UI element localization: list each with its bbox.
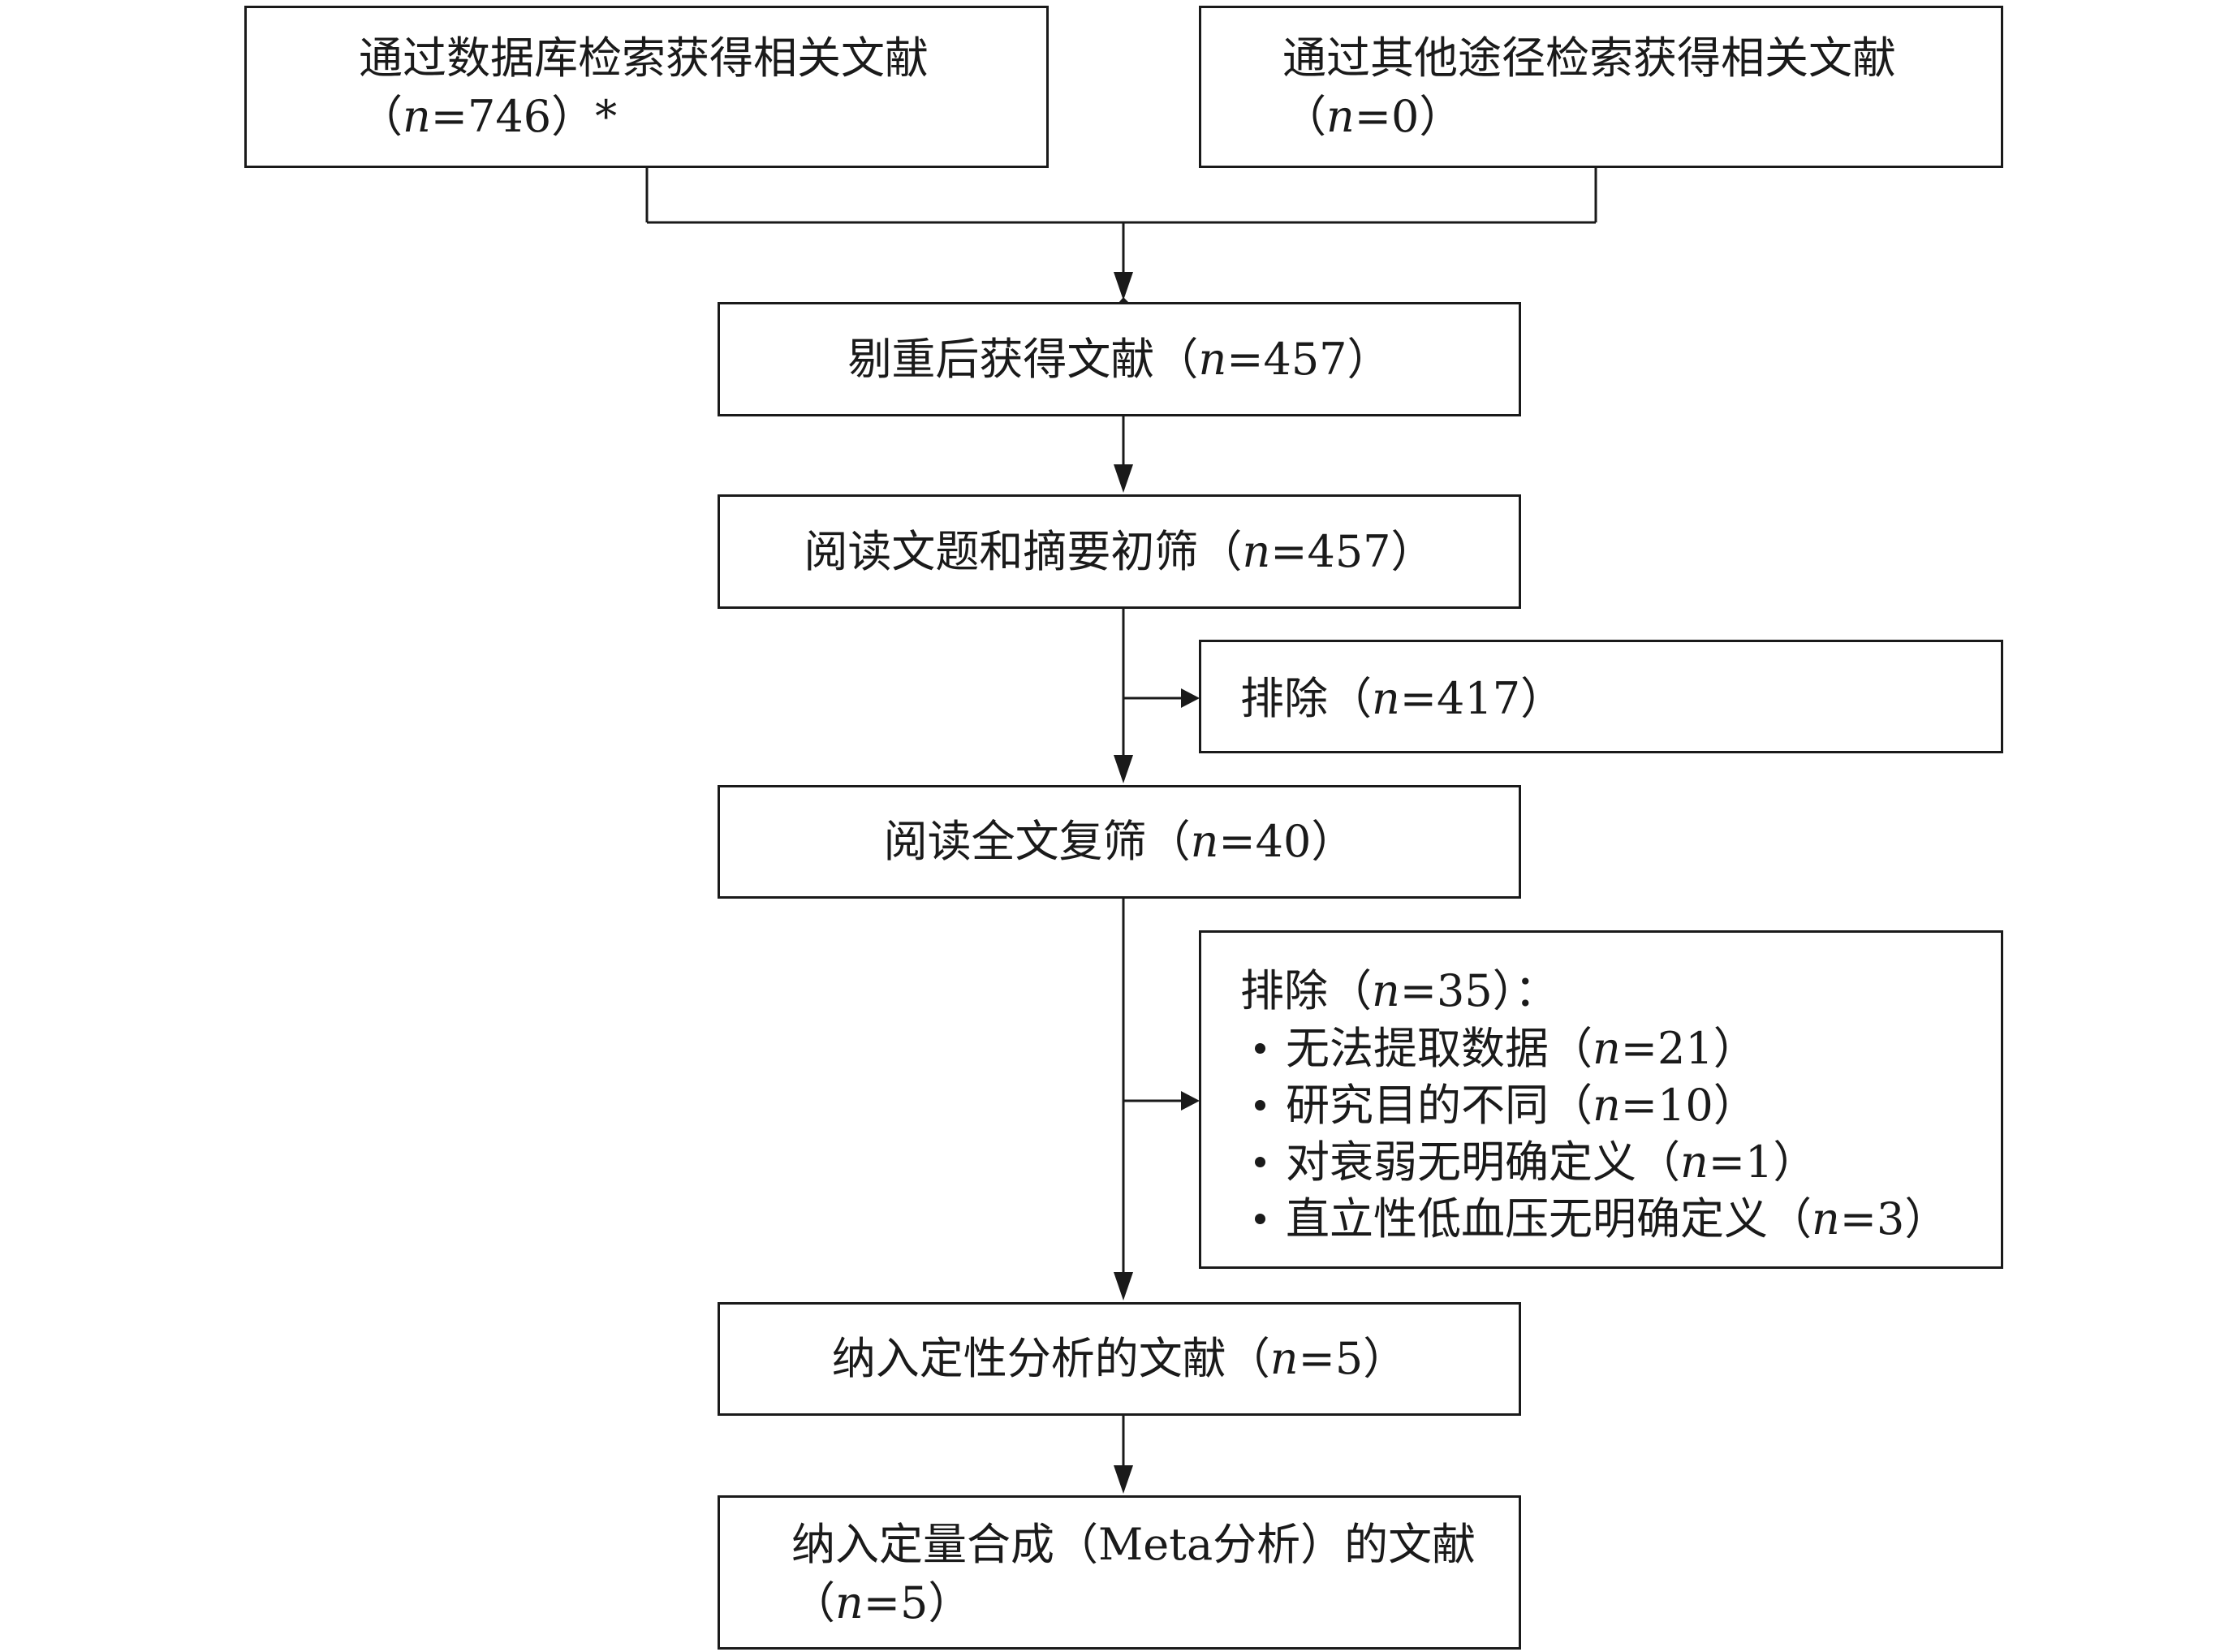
bullet-icon	[1255, 1100, 1265, 1111]
exclude-first-arrowhead	[1181, 688, 1200, 708]
exclude-first-text: 排除（n=417）	[1240, 673, 1565, 724]
title-abstract-screen-text: 阅读文题和摘要初筛（n=457）	[804, 525, 1435, 577]
exclusion-reason-item: 直立性低血压无明确定义（n=3）	[1240, 1191, 2001, 1248]
database-search-title: 通过数据库检索获得相关文献	[359, 32, 929, 84]
screen-arrowhead	[1114, 464, 1133, 493]
exclude-first-box: 排除（n=417）	[1199, 640, 2003, 753]
database-search-box: 通过数据库检索获得相关文献 （n=746）*	[244, 6, 1049, 168]
exclude-second-title: 排除（n=35）：	[1240, 965, 1558, 1016]
bullet-icon	[1255, 1157, 1265, 1167]
quantitative-count: （n=5）	[791, 1577, 972, 1628]
quantitative-box: 纳入定量合成（Meta分析）的文献 （n=5）	[718, 1495, 1521, 1650]
exclusion-reason-item: 研究目的不同（n=10）	[1240, 1077, 2001, 1134]
full-text-screen-box: 阅读全文复筛（n=40）	[718, 785, 1521, 899]
quantitative-arrowhead	[1114, 1465, 1133, 1494]
title-abstract-screen-box: 阅读文题和摘要初筛（n=457）	[718, 494, 1521, 609]
exclusion-reason-item: 对衰弱无明确定义（n=1）	[1240, 1134, 2001, 1191]
dedup-arrowhead	[1114, 272, 1133, 300]
fulltext-arrowhead	[1114, 755, 1133, 783]
after-dedup-box: 剔重后获得文献（n=457）	[718, 302, 1521, 416]
merge-to-dedup-arrowhead	[1118, 297, 1129, 303]
qualitative-box: 纳入定性分析的文献（n=5）	[718, 1302, 1521, 1416]
qualitative-text: 纳入定性分析的文献（n=5）	[831, 1333, 1407, 1384]
qualitative-arrowhead	[1114, 1272, 1133, 1300]
other-search-title: 通过其他途径检索获得相关文献	[1282, 32, 1896, 84]
exclude-second-arrowhead	[1181, 1091, 1200, 1111]
other-search-box: 通过其他途径检索获得相关文献 （n=0）	[1199, 6, 2003, 168]
after-dedup-text: 剔重后获得文献（n=457）	[847, 333, 1391, 385]
database-search-count: （n=746）*	[359, 91, 618, 142]
quantitative-title: 纳入定量合成（Meta分析）的文献	[791, 1519, 1476, 1570]
bullet-icon	[1255, 1043, 1265, 1054]
full-text-screen-text: 阅读全文复筛（n=40）	[883, 816, 1356, 867]
exclusion-reason-item: 无法提取数据（n=21）	[1240, 1020, 2001, 1077]
other-search-count: （n=0）	[1282, 91, 1463, 142]
bullet-icon	[1255, 1214, 1265, 1224]
exclusion-reason-list: 无法提取数据（n=21） 研究目的不同（n=10） 对衰弱无明确定义（n=1） …	[1240, 1020, 2001, 1248]
exclude-second-box: 排除（n=35）： 无法提取数据（n=21） 研究目的不同（n=10） 对衰弱无…	[1199, 930, 2003, 1269]
